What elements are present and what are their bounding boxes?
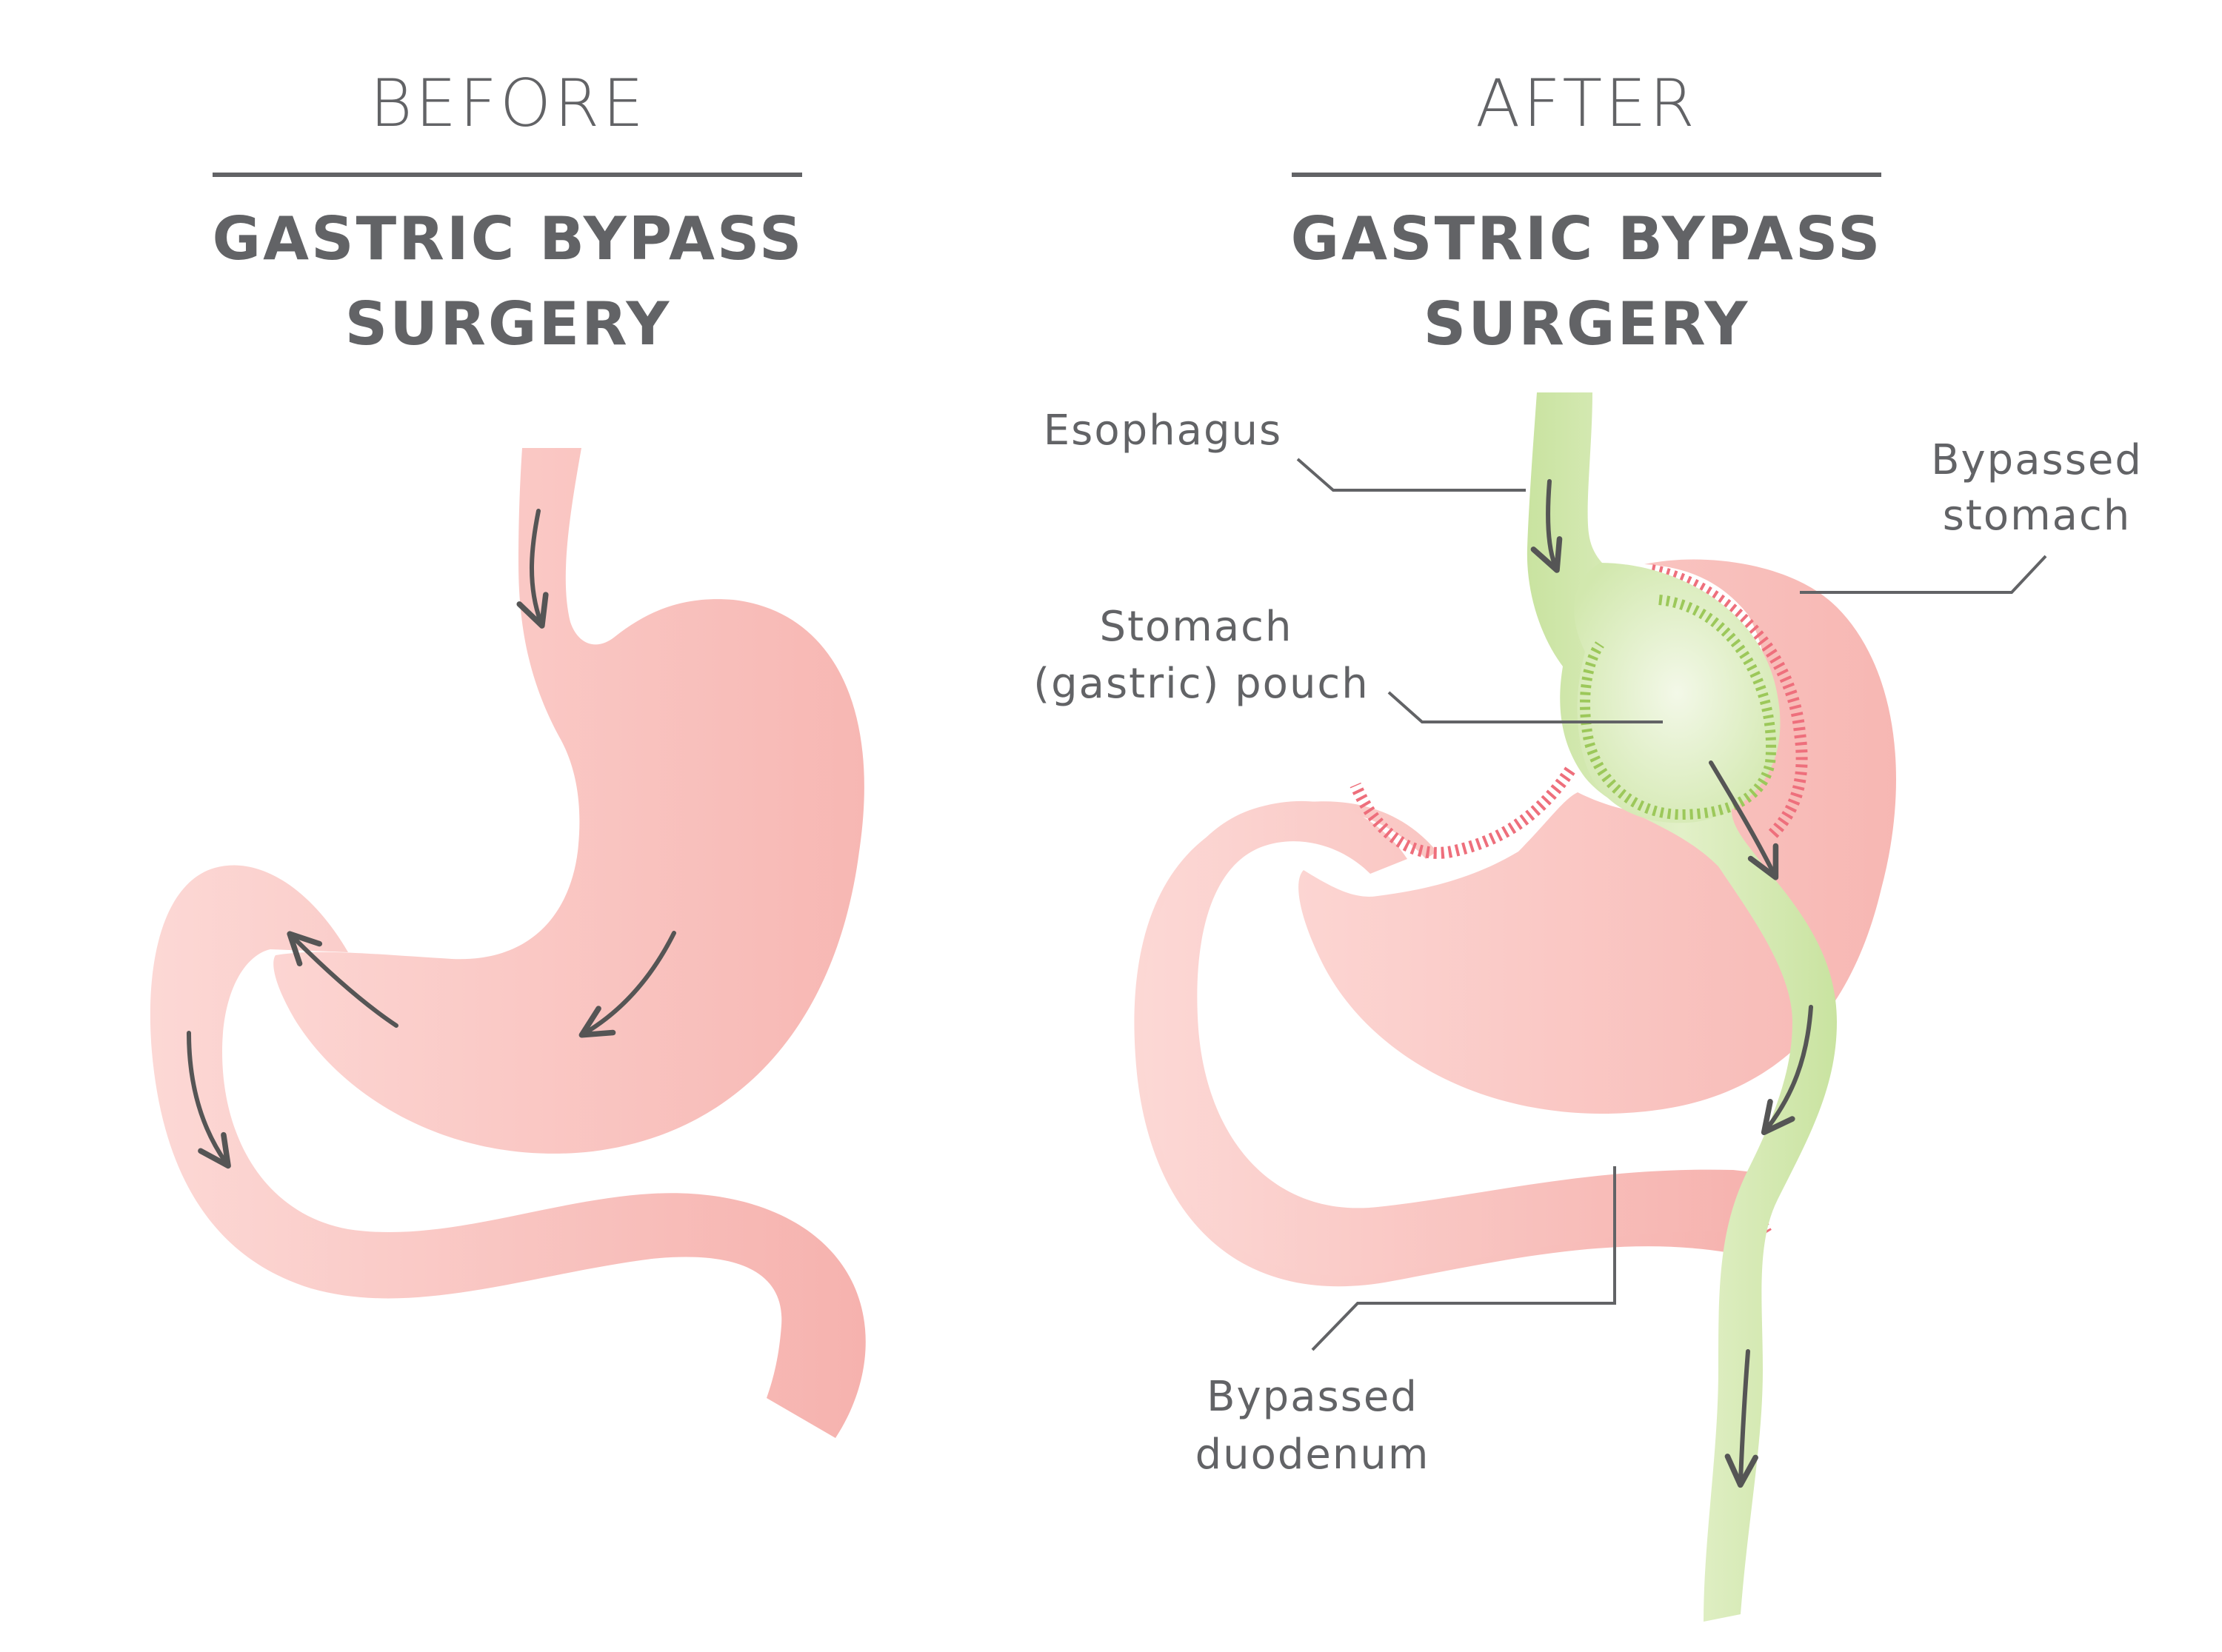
before-stage-label: BEFORE bbox=[370, 65, 647, 141]
pouch-label-line1: Stomach bbox=[1100, 603, 1293, 651]
after-arrow-roux-upper bbox=[1761, 1005, 1813, 1136]
before-divider bbox=[213, 173, 802, 177]
after-stomach-illustration bbox=[1134, 392, 2047, 1622]
bypassed-duodenum-label-line2: duodenum bbox=[1195, 1431, 1430, 1479]
pouch-leader-line bbox=[1387, 691, 1663, 723]
esophagus-leader-line bbox=[1296, 458, 1526, 492]
before-heading: BEFORE GASTRIC BYPASS SURGERY bbox=[212, 65, 804, 358]
before-title-line1: GASTRIC BYPASS bbox=[212, 204, 804, 273]
bypassed-duodenum-leader-line bbox=[1311, 1166, 1616, 1351]
before-arrow-esophagus bbox=[516, 509, 549, 629]
before-arrow-duodenum bbox=[187, 1031, 231, 1169]
before-arrow-stomach bbox=[578, 931, 676, 1038]
before-stomach-illustration bbox=[150, 448, 866, 1438]
before-stomach-body bbox=[273, 448, 864, 1154]
after-arrow-esophagus bbox=[1530, 479, 1563, 573]
bypassed-duodenum-label-line1: Bypassed bbox=[1207, 1373, 1418, 1421]
after-divider bbox=[1292, 173, 1881, 177]
after-arrow-pouch bbox=[1709, 760, 1779, 880]
bypassed-stomach-label-line2: stomach bbox=[1943, 492, 2132, 540]
after-title-line1: GASTRIC BYPASS bbox=[1290, 204, 1882, 273]
pouch-label-line2: (gastric) pouch bbox=[1033, 660, 1369, 708]
after-bypassed-stomach bbox=[1298, 559, 1896, 1114]
after-arrow-roux-lower bbox=[1724, 1349, 1758, 1488]
after-title-line2: SURGERY bbox=[1424, 290, 1750, 358]
after-intestine-loop bbox=[1142, 800, 1766, 1277]
esophagus-label: Esophagus bbox=[1044, 407, 1282, 455]
bypassed-stomach-label-line1: Bypassed bbox=[1931, 436, 2143, 484]
after-heading: AFTER GASTRIC BYPASS SURGERY bbox=[1290, 65, 1882, 358]
after-stomach-staple-line-upper bbox=[1650, 564, 1808, 841]
bypassed-stomach-leader-line bbox=[1800, 555, 2047, 594]
before-title-line2: SURGERY bbox=[345, 290, 672, 358]
after-labels: Esophagus Bypassed stomach Stomach (gast… bbox=[1033, 407, 2143, 1479]
after-stage-label: AFTER bbox=[1475, 65, 1698, 141]
before-duodenum bbox=[150, 865, 866, 1438]
before-arrow-pylorus bbox=[287, 931, 398, 1028]
after-stomach-staple-line-lower bbox=[1349, 766, 1575, 859]
